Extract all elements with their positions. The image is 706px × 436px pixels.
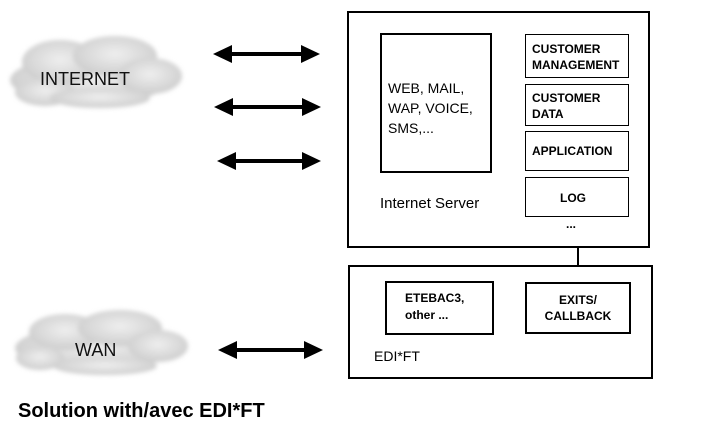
customer-management-line-1: CUSTOMER: [532, 42, 601, 56]
customer-data-line-2: DATA: [532, 107, 564, 121]
customer-management-box: [525, 34, 629, 78]
wan-cloud: [15, 310, 188, 375]
internet-link-arrow-3: [217, 152, 321, 170]
diagram-caption: Solution with/avec EDI*FT: [18, 400, 265, 422]
protocols-line-2: other ...: [405, 308, 449, 322]
protocols-label: ETEBAC3, other ...: [405, 290, 464, 324]
internet-link-arrow-2: [214, 98, 321, 116]
application-label: APPLICATION: [532, 144, 613, 158]
protocols-line-1: ETEBAC3,: [405, 291, 465, 305]
customer-management-label: CUSTOMER MANAGEMENT: [532, 41, 619, 73]
internet-cloud: [10, 36, 182, 108]
exits-line-2: CALLBACK: [544, 309, 612, 323]
edift-label: EDI*FT: [374, 348, 420, 364]
exits-callback-label: EXITS/ CALLBACK: [525, 292, 631, 324]
internet-label: INTERNET: [40, 69, 130, 89]
channels-box: [380, 33, 492, 173]
protocols-box: [385, 281, 494, 335]
customer-data-label: CUSTOMER DATA: [532, 90, 600, 122]
internet-link-arrow-1: [213, 45, 320, 63]
internet-server-label: Internet Server: [380, 195, 480, 212]
application-box: [525, 131, 629, 171]
customer-data-line-1: CUSTOMER: [532, 91, 601, 105]
wan-label: WAN: [75, 340, 117, 360]
exits-line-1: EXITS/: [558, 293, 597, 307]
channels-line-3: SMS,...: [388, 120, 434, 136]
customer-management-line-2: MANAGEMENT: [532, 58, 620, 72]
channels-line-1: WEB, MAIL,: [388, 80, 465, 96]
log-ellipsis: ...: [566, 217, 577, 231]
log-label: LOG: [560, 191, 586, 205]
wan-link-arrow: [218, 341, 323, 359]
channels-line-2: WAP, VOICE,: [388, 100, 473, 116]
customer-data-box: [525, 84, 629, 126]
exits-callback-box: [525, 282, 631, 334]
channels-text: WEB, MAIL, WAP, VOICE, SMS,...: [388, 78, 473, 138]
log-box: [525, 177, 629, 217]
